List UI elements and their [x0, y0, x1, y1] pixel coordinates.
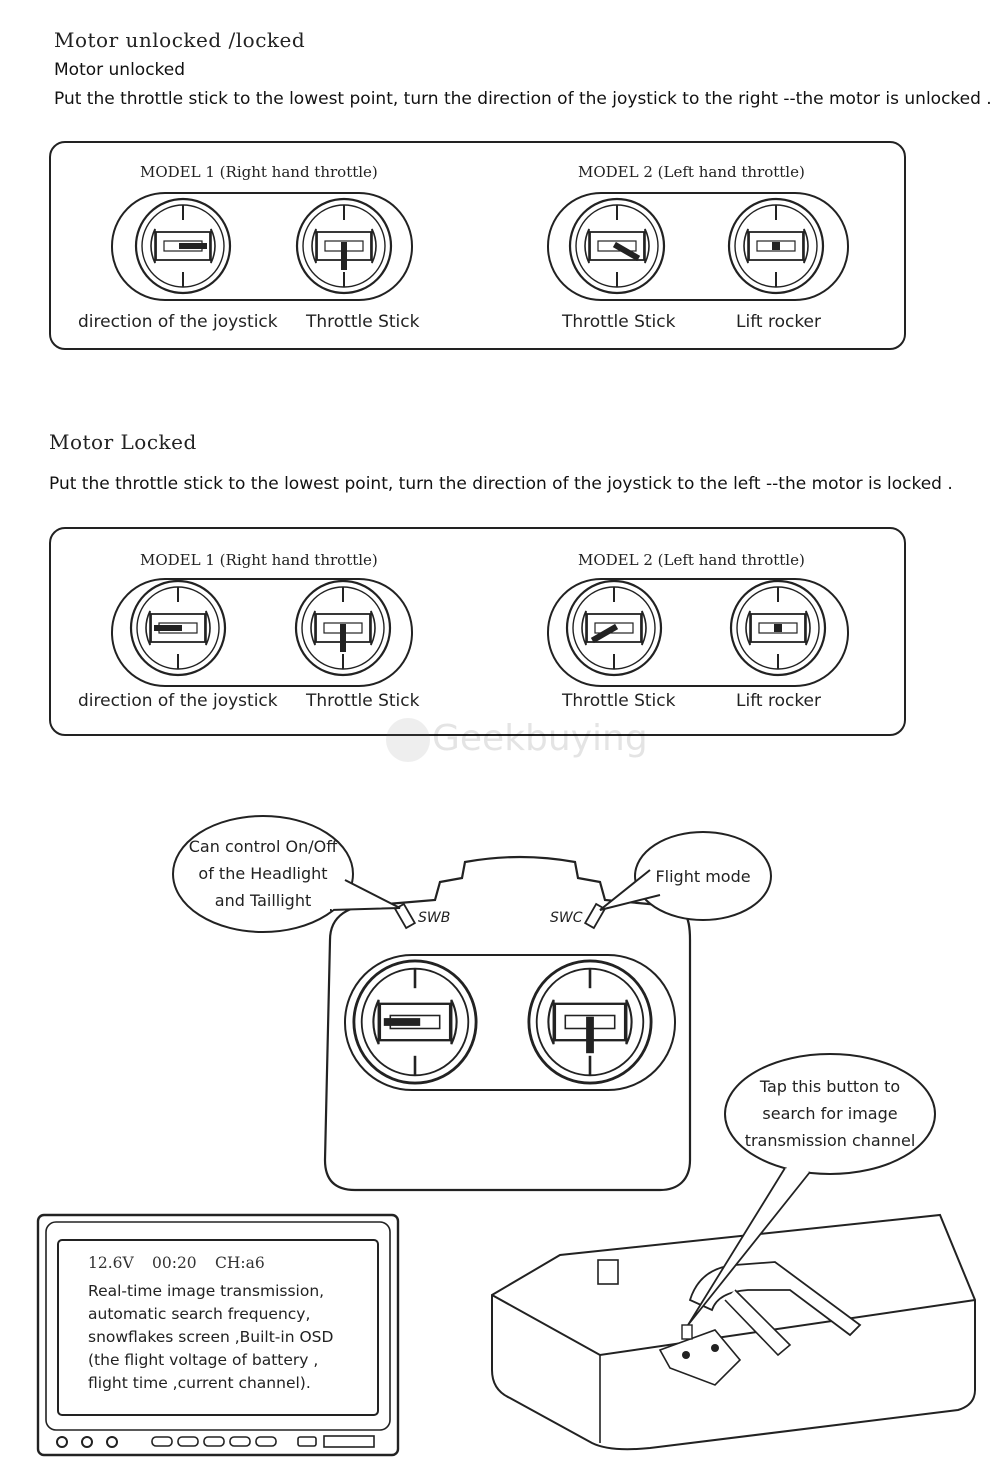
- switch-label-swb: SWB: [418, 910, 451, 926]
- model2-title: MODEL 2 (Left hand throttle): [578, 551, 805, 569]
- switch-label-swc: SWC: [550, 910, 583, 926]
- unlock-diagram-box: [49, 141, 906, 350]
- osd-voltage: 12.6V: [88, 1254, 134, 1272]
- label-throttle: Throttle Stick: [562, 312, 676, 332]
- lock-instruction: Put the throttle stick to the lowest poi…: [49, 474, 953, 494]
- section-subtitle-unlock: Motor unlocked: [54, 60, 186, 80]
- monitor-description: Real-time image transmission, automatic …: [88, 1282, 334, 1392]
- lock-diagram-box: [49, 527, 906, 736]
- label-direction: direction of the joystick: [78, 312, 278, 332]
- callout-flight-mode: Flight mode: [655, 867, 751, 886]
- label-throttle: Throttle Stick: [306, 312, 420, 332]
- osd-time: 00:20: [152, 1254, 197, 1272]
- section-title-unlock: Motor unlocked /locked: [54, 28, 306, 52]
- label-lift: Lift rocker: [736, 691, 821, 711]
- callout-headlight: Can control On/Off of the Headlight and …: [188, 837, 338, 910]
- callout-receiver-button: Tap this button to search for image tran…: [744, 1077, 916, 1150]
- label-direction: direction of the joystick: [78, 691, 278, 711]
- model1-title: MODEL 1 (Right hand throttle): [140, 551, 378, 569]
- label-throttle: Throttle Stick: [306, 691, 420, 711]
- watermark-text: Geekbuying: [432, 718, 648, 759]
- label-throttle: Throttle Stick: [562, 691, 676, 711]
- model2-title: MODEL 2 (Left hand throttle): [578, 163, 805, 181]
- label-lift: Lift rocker: [736, 312, 821, 332]
- osd-channel: CH:a6: [215, 1254, 265, 1272]
- unlock-instruction: Put the throttle stick to the lowest poi…: [54, 89, 992, 109]
- model1-title: MODEL 1 (Right hand throttle): [140, 163, 378, 181]
- section-title-lock: Motor Locked: [49, 430, 197, 454]
